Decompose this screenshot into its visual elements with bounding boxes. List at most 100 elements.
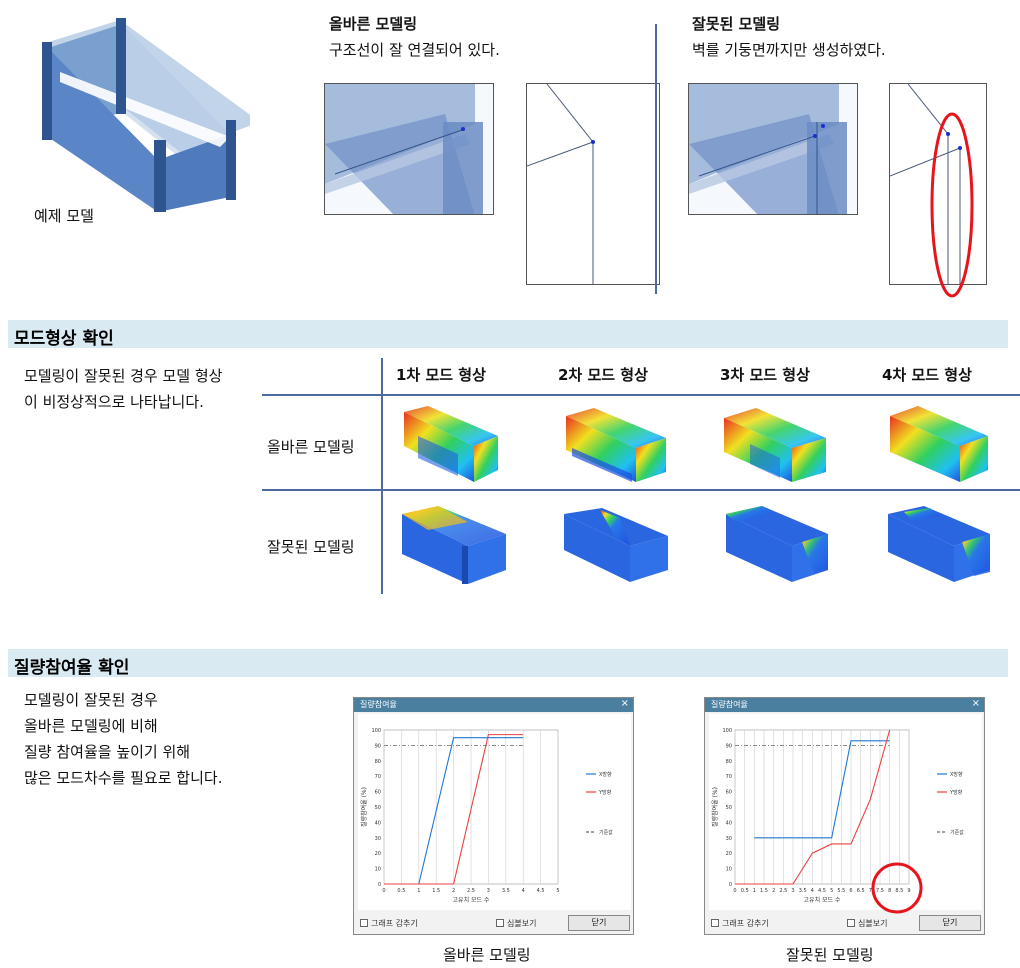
mode-section-header: 모드형상 확인 [8,320,1008,349]
y-tick-label: 60 [726,790,732,796]
y-tick-label: 70 [375,774,381,780]
mass-section-title: 질량참여율 확인 [14,658,130,678]
mass-window-title: 질량참여율 [711,700,748,709]
legend-label-0: X방향 [599,771,612,778]
mode4-wrong-shape [888,506,990,582]
mode1-correct-shape [404,406,498,482]
mass-desc-line3: 질량 참여율을 높이기 위해 [24,743,191,761]
mode-row-correct: 올바른 모델링 [267,438,355,456]
y-tick-label: 100 [722,728,732,734]
correct-modeling-desc: 구조선이 잘 연결되어 있다. [329,41,500,59]
mode-table-vline [381,358,383,594]
mode-desc-line2: 이 비정상적으로 나타납니다. [24,393,204,411]
x-tick-label: 4 [522,888,525,894]
x-tick-label: 2.5 [779,888,787,894]
y-tick-label: 60 [375,790,381,796]
x-tick-label: 7.5 [876,888,884,894]
mass-window-title: 질량참여율 [360,700,397,709]
x-tick-label: 1.5 [760,888,768,894]
legend-label-1: Y방향 [598,789,612,796]
y-tick-label: 20 [375,851,381,857]
y-tick-label: 50 [726,805,732,811]
mode2-wrong-shape [564,508,668,582]
series-line-0 [754,740,890,839]
x-tick-label: 5.5 [837,888,845,894]
legend-label-0: X방향 [950,771,963,778]
close-button[interactable]: 닫기 [568,915,630,931]
caption-wrong: 잘못된 모델링 [786,946,874,964]
mass-desc-line4: 많은 모드차수를 필요로 합니다. [24,769,223,787]
series-line-1 [735,729,891,885]
x-axis-label: 고유치 모드 수 [453,896,490,904]
y-tick-label: 90 [375,743,381,749]
mode-table-hline1 [262,394,1020,396]
wrong-chart-highlight-circle [871,862,923,914]
x-tick-label: 4.5 [818,888,826,894]
mode-desc-line1: 모델링이 잘못된 경우 모델 형상 [24,367,223,385]
x-tick-label: 0.5 [397,888,405,894]
mode-table-hline2 [262,489,1020,491]
symbol-view-checkbox[interactable]: 심볼보기 [847,918,887,929]
mass-desc-line2: 올바른 모델링에 비해 [24,717,158,735]
x-tick-label: 2 [452,888,455,894]
correct-modeling-title: 올바른 모델링 [329,15,418,33]
y-tick-label: 70 [726,774,732,780]
x-tick-label: 7 [869,888,872,894]
x-tick-label: 3.5 [502,888,510,894]
wrong-highlight-ellipse [930,112,974,298]
x-axis-label: 고유치 모드 수 [804,896,841,904]
mode-col-4: 4차 모드 형상 [882,366,972,384]
mode-col-1: 1차 모드 형상 [396,366,486,384]
symbol-view-checkbox[interactable]: 심볼보기 [496,918,536,929]
series-line-1 [384,734,524,885]
mass-section-header: 질량참여율 확인 [8,649,1008,678]
x-tick-label: 2.5 [467,888,475,894]
mode1-wrong-shape [402,506,506,584]
y-tick-label: 40 [726,820,732,826]
x-tick-label: 0 [382,888,385,894]
x-tick-label: 1.5 [432,888,440,894]
x-tick-label: 5 [556,888,559,894]
wrong-modeling-detail-3d [688,83,858,215]
mode-row-wrong: 잘못된 모델링 [267,538,355,556]
mode4-correct-shape [890,406,988,482]
close-button[interactable]: 닫기 [919,915,981,931]
x-tick-label: 9 [907,888,910,894]
wrong-modeling-title: 잘못된 모델링 [692,15,781,33]
mass-window-titlebar: 질량참여율 × [354,698,633,712]
mode-section-title: 모드형상 확인 [14,329,114,349]
x-tick-label: 6 [849,888,852,894]
x-tick-label: 3 [487,888,490,894]
window-close-icon[interactable]: × [971,698,980,709]
x-tick-label: 2 [772,888,775,894]
hide-graph-checkbox[interactable]: 그래프 감추기 [360,918,418,929]
y-tick-label: 90 [726,743,732,749]
caption-correct: 올바른 모델링 [443,946,531,964]
x-tick-label: 1 [417,888,420,894]
y-tick-label: 50 [375,805,381,811]
y-tick-label: 0 [378,882,381,888]
legend-label-2: 기준값 [950,829,964,836]
mode2-correct-shape [566,408,666,482]
top-divider [655,24,657,294]
x-tick-label: 8.5 [895,888,903,894]
example-model-illustration [42,18,250,212]
y-tick-label: 40 [375,820,381,826]
y-tick-label: 10 [375,867,381,873]
mass-window-titlebar: 질량참여율 × [705,698,984,712]
mode-col-2: 2차 모드 형상 [558,366,648,384]
hide-graph-checkbox[interactable]: 그래프 감추기 [711,918,769,929]
x-tick-label: 0 [733,888,736,894]
x-tick-label: 8 [888,888,891,894]
example-model-label: 예제 모델 [34,207,94,225]
y-tick-label: 100 [371,728,381,734]
x-tick-label: 5 [830,888,833,894]
x-tick-label: 1 [753,888,756,894]
window-close-icon[interactable]: × [620,698,629,709]
y-tick-label: 20 [726,851,732,857]
legend-label-2: 기준값 [599,829,613,836]
wrong-modeling-desc: 벽를 기둥면까지만 생성하였다. [692,41,886,59]
